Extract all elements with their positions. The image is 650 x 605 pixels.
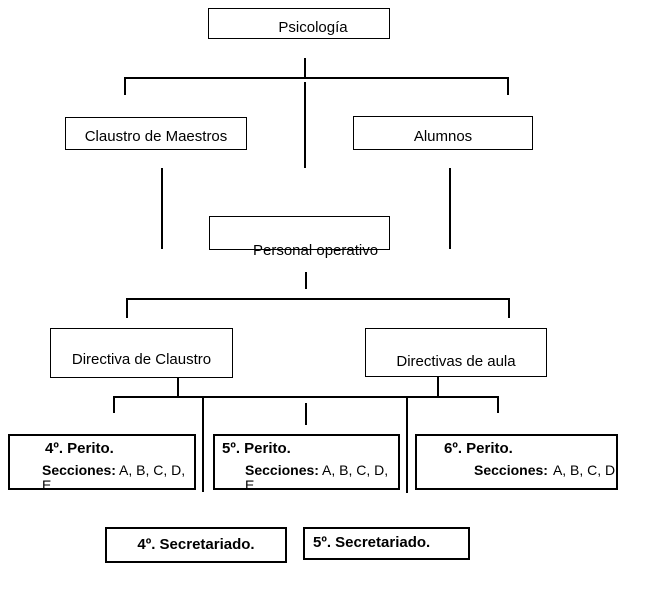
node-secretariado-4: 4º. Secretariado.	[105, 527, 287, 563]
connector-claustro-down	[161, 168, 163, 249]
connector-rail-bottom-right-tick	[497, 396, 499, 413]
divider-perito5-perito6	[406, 396, 408, 493]
connector-rail-middle-left-tick	[126, 298, 128, 318]
node-alumnos-label: Alumnos	[413, 127, 473, 145]
node-perito-4: 4º. Perito. Secciones: A, B, C, D, E	[8, 434, 196, 493]
secciones-label: Secciones:	[474, 461, 548, 478]
secciones-value: A, B, C, D, E	[42, 461, 186, 493]
connector-psicologia-down	[304, 58, 306, 77]
connector-rail-middle-right-tick	[508, 298, 510, 318]
connector-perito5-tick	[305, 403, 307, 425]
node-perito-6: 6º. Perito. Secciones:A, B, C, D	[415, 434, 618, 490]
node-directiva-claustro: Directiva de Claustro	[50, 328, 233, 378]
node-directiva-claustro-label: Directiva de Claustro	[71, 350, 212, 368]
node-perito-5-title: 5º. Perito.	[222, 440, 291, 457]
connector-alumnos-down	[449, 168, 451, 249]
node-personal-operativo-label: Personal operativo	[253, 242, 379, 259]
divider-perito4-perito5	[202, 397, 204, 492]
connector-rail-top-left-tick	[124, 77, 126, 95]
connector-directivas-aula-down	[437, 377, 439, 396]
node-directivas-aula: Directivas de aula	[365, 328, 547, 377]
connector-rail-top	[124, 77, 507, 79]
node-psicologia-label: Psicología	[278, 18, 348, 36]
node-claustro-maestros-label: Claustro de Maestros	[84, 127, 228, 145]
node-secretariado-5: 5º. Secretariado.	[303, 527, 470, 560]
secciones-label: Secciones:	[42, 461, 116, 478]
node-psicologia: Psicología	[208, 8, 390, 39]
connector-personal-down	[305, 272, 307, 289]
connector-directiva-claustro-down	[177, 378, 179, 396]
node-perito-6-secciones: Secciones:A, B, C, D	[417, 461, 616, 478]
node-directivas-aula-label: Directivas de aula	[396, 352, 516, 370]
connector-rail-top-right-tick	[507, 77, 509, 95]
connector-rail-bottom	[113, 396, 497, 398]
node-alumnos: Alumnos	[353, 116, 533, 150]
connector-center-to-personal	[304, 82, 306, 168]
secciones-label: Secciones:	[245, 461, 319, 478]
secciones-value: A, B, C, D, E	[245, 461, 389, 493]
node-secretariado-4-label: 4º. Secretariado.	[137, 535, 255, 553]
connector-rail-middle	[126, 298, 508, 300]
node-secretariado-5-label: 5º. Secretariado.	[313, 534, 431, 552]
node-perito-5-secciones: Secciones: A, B, C, D, E	[215, 461, 398, 494]
node-claustro-maestros: Claustro de Maestros	[65, 117, 247, 150]
node-perito-5: 5º. Perito. Secciones: A, B, C, D, E	[213, 434, 400, 493]
node-perito-4-title: 4º. Perito.	[45, 440, 114, 457]
node-perito-6-title: 6º. Perito.	[444, 440, 513, 457]
node-personal-operativo	[209, 216, 390, 250]
secciones-value: A, B, C, D	[552, 461, 616, 478]
node-perito-4-secciones: Secciones: A, B, C, D, E	[10, 461, 194, 494]
connector-rail-bottom-left-tick	[113, 396, 115, 413]
